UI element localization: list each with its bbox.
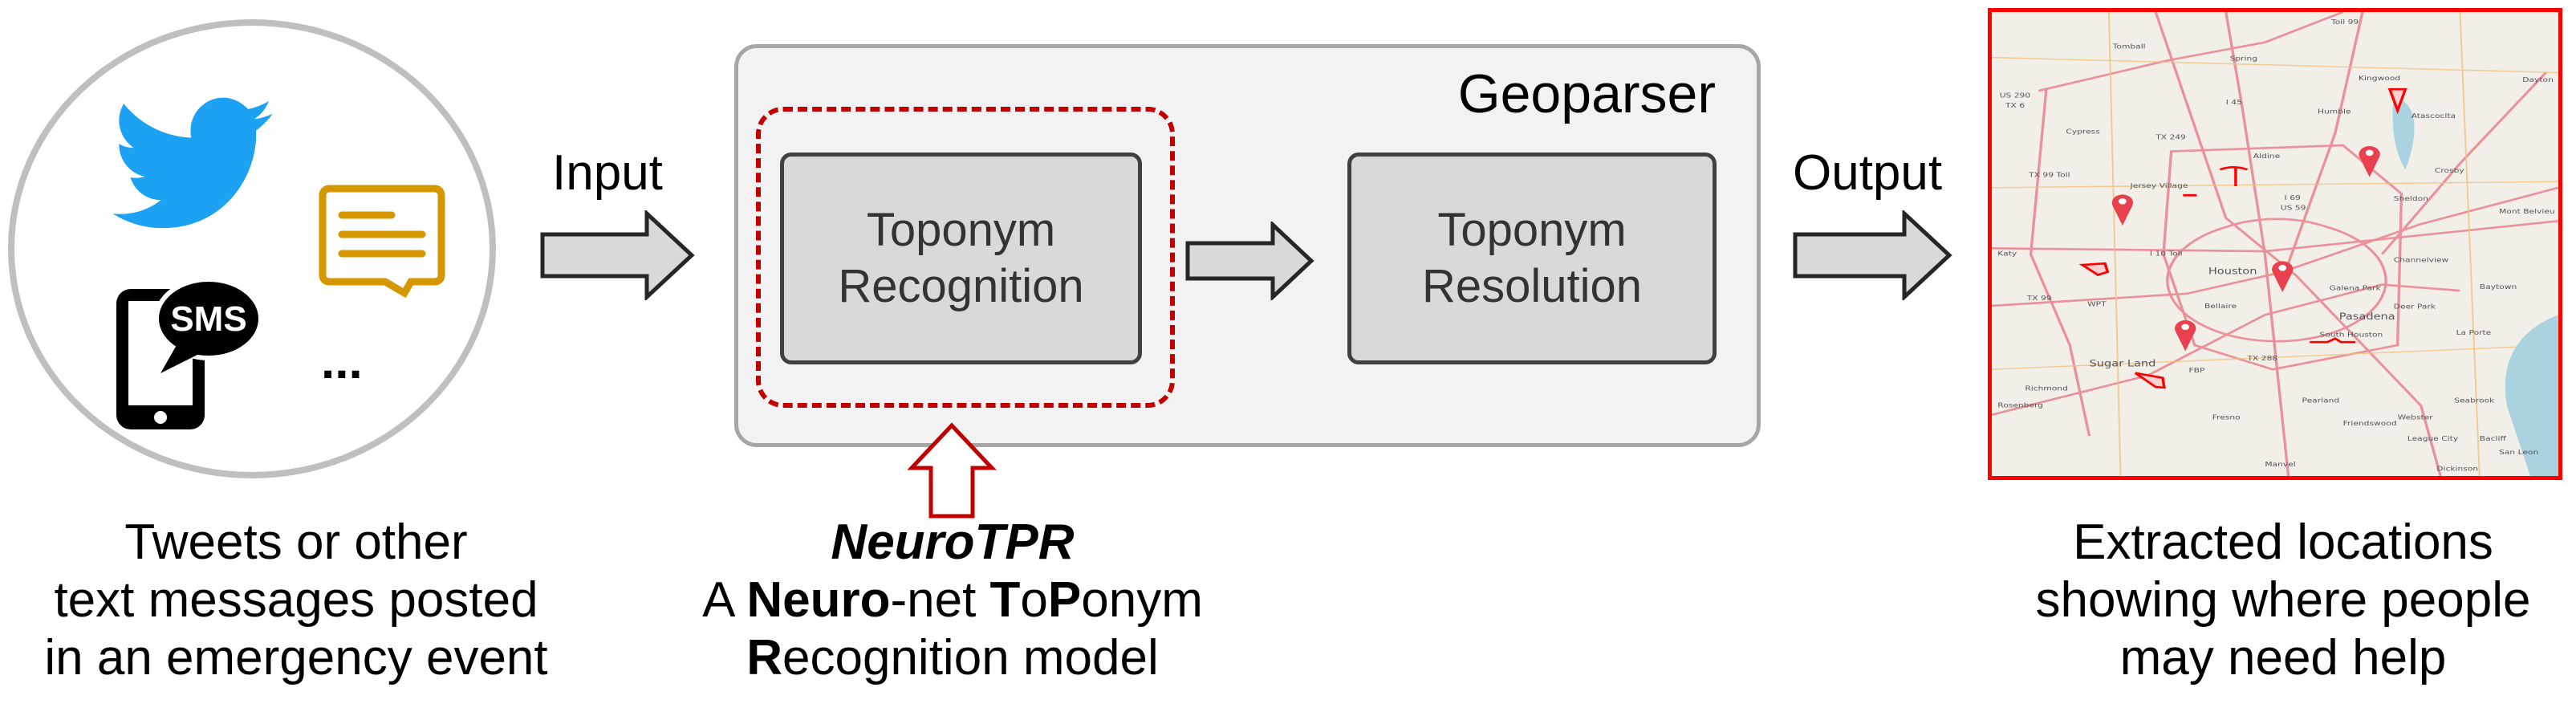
map-label: Crosby: [2435, 167, 2464, 175]
input-caption: Tweets or other text messages posted in …: [44, 514, 547, 687]
box-line: Resolution: [1421, 260, 1643, 312]
input-arrow-icon: [540, 210, 695, 300]
map-label: WPT: [2087, 301, 2107, 309]
output-arrow-icon: [1793, 210, 1952, 300]
bay-water: [2505, 315, 2558, 476]
caption-line: Extracted locations: [2073, 515, 2493, 570]
location-pin-icon[interactable]: [2272, 261, 2294, 292]
map-label: Bacliff: [2480, 435, 2507, 443]
geoparser-title: Geoparser: [1457, 63, 1716, 124]
map-label: Tomball: [2112, 43, 2146, 51]
map-label: Cypress: [2066, 128, 2099, 136]
map-label: San Leon: [2499, 449, 2538, 457]
map-label: Humble: [2318, 108, 2351, 116]
map-label: Deer Park: [2394, 303, 2436, 311]
map-label: US 59: [2281, 204, 2306, 212]
twitter-bird-icon: [112, 97, 273, 229]
map-label: Richmond: [2025, 385, 2068, 393]
map-label: Manvel: [2265, 461, 2295, 469]
map-label: Galena Park: [2330, 284, 2382, 292]
caption-line: in an emergency event: [44, 630, 548, 685]
toponym-resolution-box: Toponym Resolution: [1347, 153, 1717, 364]
caption-line: showing where people: [2035, 572, 2531, 628]
message-bubble-icon: [319, 185, 445, 299]
neurotpr-highlight: [756, 107, 1175, 408]
map-label: La Porte: [2456, 329, 2492, 337]
toponym-recognition-box: Toponym Recognition: [780, 153, 1142, 364]
location-pins: [2111, 146, 2380, 352]
up-arrow-icon: [907, 422, 997, 519]
map-label: US 290: [2000, 92, 2030, 100]
map-label: Spring: [2230, 55, 2257, 63]
map-label: Sugar Land: [2090, 359, 2156, 369]
extracted-shapes: [2078, 87, 2407, 389]
map-label: Dickinson: [2436, 466, 2478, 474]
map-label: I 45: [2226, 99, 2242, 107]
map-label: League City: [2407, 435, 2459, 443]
sms-phone-icon: SMS: [116, 277, 263, 429]
map-label: Aldine: [2253, 153, 2281, 161]
model-caption: NeuroTPR A Neuro-net ToPonym Recognition…: [702, 514, 1203, 687]
output-caption: Extracted locations showing where people…: [2036, 514, 2531, 687]
map-label: Friendswood: [2343, 420, 2397, 428]
map-label: Rosenberg: [1997, 401, 2043, 409]
map-label: Baytown: [2480, 283, 2517, 291]
map-label: TX 249: [2155, 134, 2186, 142]
box-line: Toponym: [1437, 204, 1627, 256]
map-label: Atascocita: [2411, 112, 2456, 120]
location-pin-icon[interactable]: [2359, 146, 2380, 177]
map-label: FBP: [2189, 367, 2205, 375]
map-label: I 69: [2285, 194, 2301, 202]
map-label: Houston: [2208, 266, 2257, 277]
sms-label: SMS: [170, 299, 246, 339]
map-label: Pearland: [2302, 397, 2340, 405]
map-label: I 10 Toll: [2150, 250, 2183, 258]
map-label: Jersey Village: [2129, 182, 2188, 190]
map-label: Dayton: [2522, 76, 2554, 84]
ellipsis: ...: [321, 334, 363, 389]
map-label: Webster: [2398, 414, 2433, 422]
map-label: Toll 99: [2330, 18, 2359, 26]
map-label: Katy: [1997, 250, 2017, 258]
caption-line: may need help: [2119, 630, 2447, 685]
model-line-2: Recognition model: [746, 630, 1159, 685]
box-line: Toponym: [866, 204, 1056, 256]
model-name: NeuroTPR: [831, 515, 1075, 570]
pipeline-arrow-icon: [1185, 222, 1314, 300]
caption-line: text messages posted: [54, 572, 538, 628]
map-label: Bellaire: [2204, 303, 2237, 311]
map-roads: [1992, 12, 2558, 476]
map-label: Channelview: [2394, 256, 2449, 264]
lake-water: [2392, 96, 2415, 170]
map-label: Fresno: [2212, 414, 2241, 422]
map-label: TX 288: [2246, 355, 2277, 363]
input-label: Input: [552, 145, 663, 201]
map-minor-roads: [1992, 12, 2558, 476]
map-label: Seabrook: [2454, 397, 2495, 405]
caption-line: Tweets or other: [124, 515, 468, 570]
map-label: TX 6: [2005, 102, 2025, 110]
map-label: TX 99: [2026, 295, 2052, 303]
map-label: Sheldon: [2394, 195, 2428, 203]
map-label: Kingwood: [2359, 75, 2400, 83]
location-pin-icon[interactable]: [2111, 194, 2134, 226]
output-label: Output: [1793, 145, 1943, 201]
box-line: Recognition: [838, 260, 1084, 312]
map-label: South Houston: [2319, 332, 2383, 340]
map-label: TX 99 Toll: [2028, 172, 2070, 180]
model-line-1: A Neuro-net ToPonym: [702, 572, 1203, 628]
input-sources-circle: [8, 19, 496, 478]
map-label: Pasadena: [2339, 311, 2395, 322]
location-pin-icon[interactable]: [2175, 320, 2196, 352]
map-label: Mont Belvieu: [2499, 208, 2555, 216]
